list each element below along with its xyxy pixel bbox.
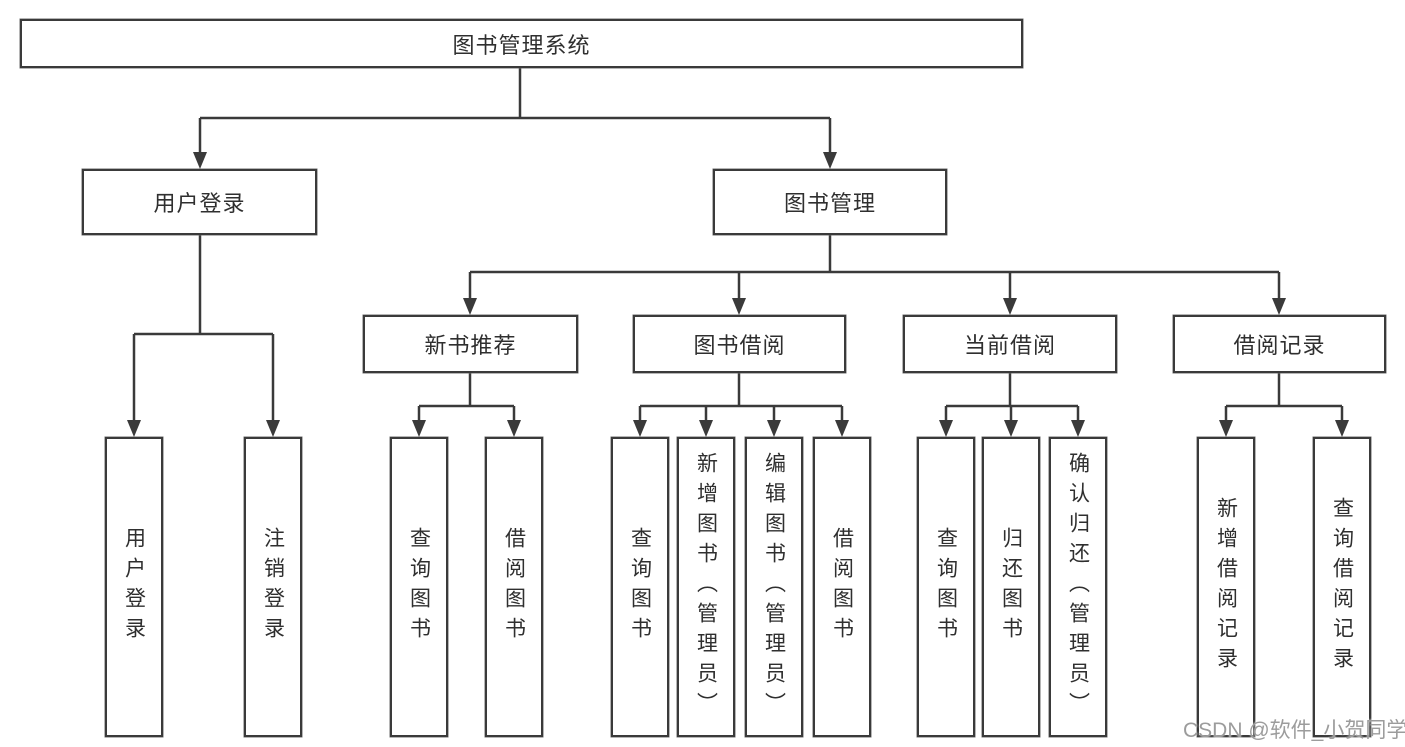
leaf-borrow-books: 借阅图书 xyxy=(813,437,871,737)
leaf-recommend-query-books-label: 查询图书 xyxy=(407,527,431,647)
csdn-watermark: CSDN @软件_小贺同学 xyxy=(1183,719,1405,742)
leaf-edit-books-admin-label: 编辑图书（管理员） xyxy=(762,452,786,722)
connector-book-borrow-children xyxy=(633,373,849,437)
node-book-borrow-label: 图书借阅 xyxy=(693,333,786,358)
node-current-borrow-label: 当前借阅 xyxy=(963,333,1056,358)
leaf-add-borrow-record: 新增借阅记录 xyxy=(1197,437,1255,737)
leaf-recommend-borrow-books: 借阅图书 xyxy=(485,437,543,737)
leaf-return-books-label: 归还图书 xyxy=(999,527,1023,647)
leaf-user-login: 用户登录 xyxy=(105,437,163,737)
leaf-return-books: 归还图书 xyxy=(982,437,1040,737)
leaf-query-borrow-record-label: 查询借阅记录 xyxy=(1330,497,1354,677)
connector-book-mgmt-children xyxy=(463,235,1286,315)
leaf-add-books-admin: 新增图书（管理员） xyxy=(677,437,735,737)
leaf-borrow-books-label: 借阅图书 xyxy=(830,527,854,647)
leaf-confirm-return-admin: 确认归还（管理员） xyxy=(1049,437,1107,737)
node-borrow-records-label: 借阅记录 xyxy=(1233,333,1326,358)
leaf-recommend-borrow-books-label: 借阅图书 xyxy=(502,527,526,647)
leaf-edit-books-admin: 编辑图书（管理员） xyxy=(745,437,803,737)
leaf-current-query-books: 查询图书 xyxy=(917,437,975,737)
node-book-borrow: 图书借阅 xyxy=(633,315,846,373)
connector-current-borrow-children xyxy=(939,373,1085,437)
connector-user-login-children xyxy=(127,235,280,437)
node-book-mgmt: 图书管理 xyxy=(713,169,947,235)
node-user-login-label: 用户登录 xyxy=(153,191,246,216)
node-new-book-recommend-label: 新书推荐 xyxy=(424,333,517,358)
node-user-login: 用户登录 xyxy=(82,169,317,235)
leaf-logout-label: 注销登录 xyxy=(261,527,285,647)
connector-new-book-children xyxy=(412,373,521,437)
leaf-add-borrow-record-label: 新增借阅记录 xyxy=(1214,497,1238,677)
node-borrow-records: 借阅记录 xyxy=(1173,315,1386,373)
leaf-borrow-query-books-label: 查询图书 xyxy=(628,527,652,647)
leaf-add-books-admin-label: 新增图书（管理员） xyxy=(694,452,718,722)
leaf-recommend-query-books: 查询图书 xyxy=(390,437,448,737)
node-current-borrow: 当前借阅 xyxy=(903,315,1117,373)
node-root: 图书管理系统 xyxy=(20,19,1023,68)
leaf-borrow-query-books: 查询图书 xyxy=(611,437,669,737)
connector-root-to-level2 xyxy=(193,68,837,169)
leaf-confirm-return-admin-label: 确认归还（管理员） xyxy=(1066,452,1090,722)
node-book-mgmt-label: 图书管理 xyxy=(783,191,876,216)
leaf-user-login-label: 用户登录 xyxy=(122,527,146,647)
leaf-logout: 注销登录 xyxy=(244,437,302,737)
leaf-current-query-books-label: 查询图书 xyxy=(934,527,958,647)
connector-borrow-records-children xyxy=(1219,373,1349,437)
node-new-book-recommend: 新书推荐 xyxy=(363,315,578,373)
leaf-query-borrow-record: 查询借阅记录 xyxy=(1313,437,1371,737)
node-root-label: 图书管理系统 xyxy=(452,32,591,58)
